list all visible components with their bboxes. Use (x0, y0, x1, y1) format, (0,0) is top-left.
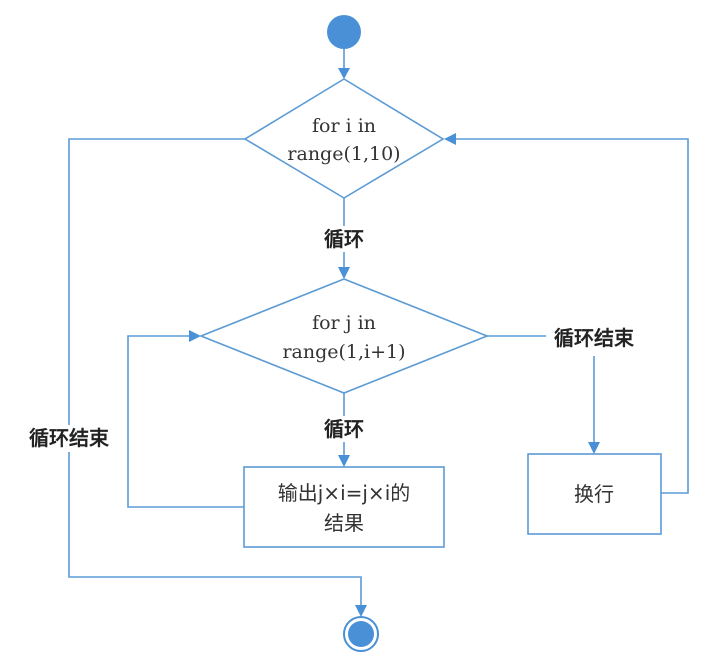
output-line1: 输出j×i=j×i的 (278, 481, 411, 505)
output-process-box[interactable]: 输出j×i=j×i的 结果 (243, 466, 445, 548)
edge-label-inner-loop: 循环 (324, 417, 364, 441)
edge-label-outer-end: 循环结束 (29, 426, 110, 450)
inner-loop-line1: for j in (312, 312, 376, 334)
edge-start-to-outer (338, 49, 350, 79)
newline-label: 换行 (574, 482, 614, 506)
edge-newline-to-outer (444, 133, 689, 494)
edge-outer-to-end: 循环结束 (29, 138, 367, 617)
edge-outer-to-inner: 循环 (324, 198, 364, 279)
edge-inner-to-newline: 循环结束 (487, 326, 635, 454)
inner-loop-line2: range(1,i+1) (282, 341, 405, 363)
end-node[interactable] (343, 616, 379, 652)
edge-label-inner-end: 循环结束 (554, 326, 635, 350)
outer-loop-line2: range(1,10) (287, 143, 400, 165)
edge-output-to-inner (127, 330, 244, 508)
inner-loop-decision[interactable]: for j in range(1,i+1) (198, 278, 490, 394)
edge-label-outer-loop: 循环 (324, 227, 364, 251)
outer-loop-line1: for i in (312, 115, 376, 137)
outer-loop-decision[interactable]: for i in range(1,10) (243, 78, 445, 199)
start-node[interactable] (327, 15, 361, 49)
output-line2: 结果 (324, 511, 364, 535)
edge-inner-to-output: 循环 (324, 393, 364, 467)
newline-process-box[interactable]: 换行 (527, 453, 662, 535)
